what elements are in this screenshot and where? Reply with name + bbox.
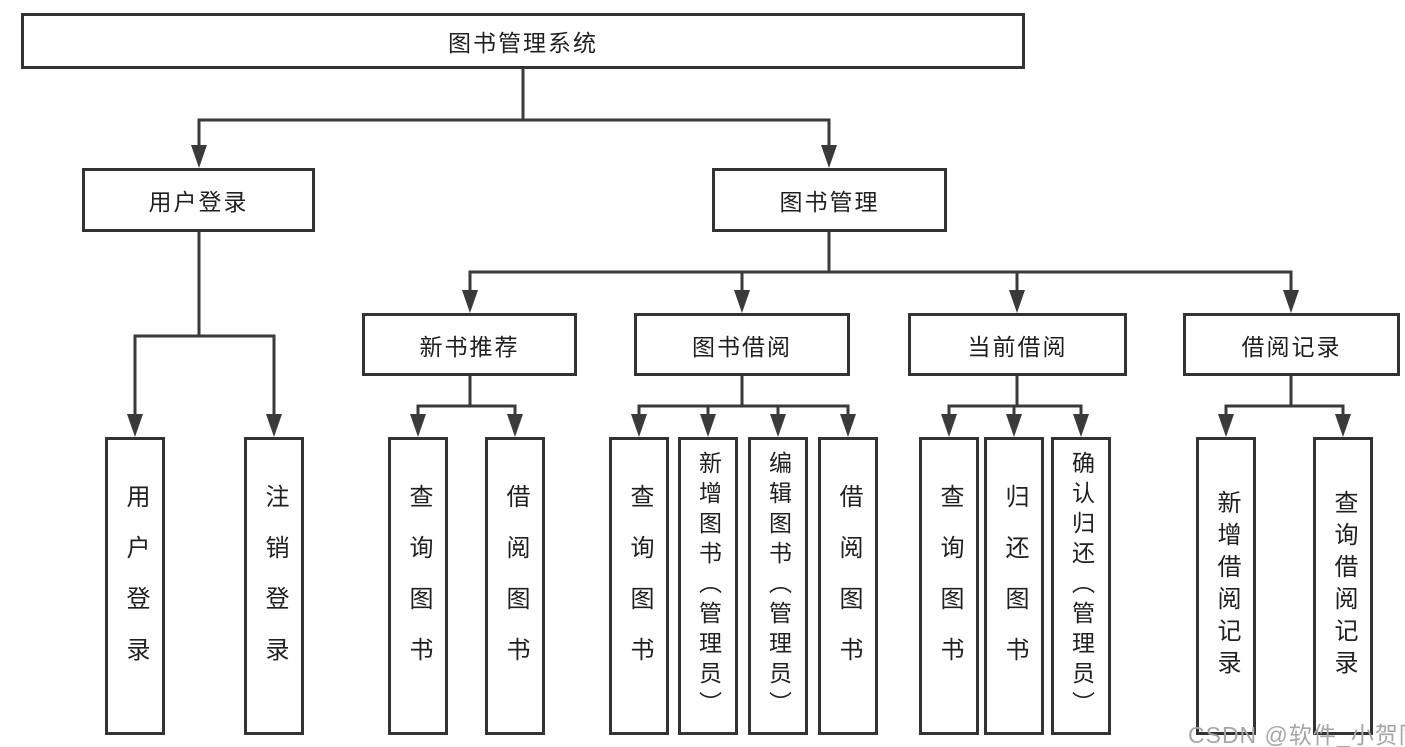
leaf-query-books-recommend: 查询图书 [388, 437, 448, 735]
node-book-borrow: 图书借阅 [634, 313, 850, 376]
leaf-add-books-admin: 新增图书（管理员） [678, 437, 738, 735]
leaf-return-books: 归还图书 [984, 437, 1044, 735]
node-book-management: 图书管理 [712, 168, 947, 232]
node-library-management-system: 图书管理系统 [21, 13, 1025, 69]
leaf-user-login: 用户登录 [105, 437, 165, 735]
leaf-add-borrow-record: 新增借阅记录 [1196, 437, 1256, 735]
leaf-borrow-books: 借阅图书 [818, 437, 878, 735]
leaf-borrow-books-recommend: 借阅图书 [485, 437, 545, 735]
connector-arrowheads [127, 145, 1351, 437]
leaf-query-books-borrow: 查询图书 [609, 437, 669, 735]
leaf-confirm-return-admin: 确认归还（管理员） [1051, 437, 1111, 735]
leaf-edit-books-admin: 编辑图书（管理员） [748, 437, 808, 735]
node-current-borrow: 当前借阅 [908, 313, 1127, 376]
leaf-query-borrow-record: 查询借阅记录 [1313, 437, 1373, 735]
node-user-login: 用户登录 [82, 168, 315, 232]
node-new-book-recommend: 新书推荐 [362, 313, 577, 376]
leaf-logout-login: 注销登录 [244, 437, 304, 735]
node-borrow-records: 借阅记录 [1183, 313, 1400, 376]
csdn-watermark: CSDN @软件_小贺同学 [1188, 722, 1405, 747]
leaf-query-books-current: 查询图书 [919, 437, 979, 735]
